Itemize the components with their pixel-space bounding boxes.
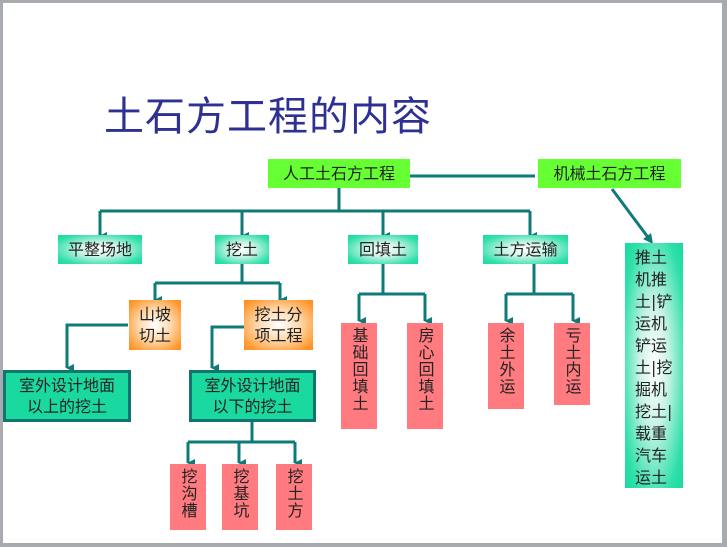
node-leveling: 平整场地 bbox=[58, 235, 142, 264]
node-surplus-out-label: 余土外运 bbox=[496, 327, 516, 395]
arrow-above-grade bbox=[65, 323, 128, 372]
arrow-below-grade bbox=[210, 325, 245, 372]
node-mechanical-detail: 推土机推土|铲运机铲运土|挖掘机挖土|载重汽车运土 bbox=[625, 243, 683, 488]
node-mechanical: 机械土石方工程 bbox=[538, 159, 681, 188]
arrow-mechanical-detail bbox=[610, 188, 653, 245]
node-excavation-items-label: 挖土分项工程 bbox=[254, 305, 303, 345]
node-above-grade-label: 室外设计地面以上的挖土 bbox=[18, 376, 115, 416]
node-transport-label: 土方运输 bbox=[493, 240, 558, 259]
node-above-grade: 室外设计地面以上的挖土 bbox=[3, 370, 131, 422]
node-room-backfill: 房心回填土 bbox=[407, 323, 443, 429]
node-slope-cut-label: 山坡切土 bbox=[138, 305, 171, 345]
node-backfill: 回填土 bbox=[348, 235, 418, 264]
node-room-backfill-label: 房心回填土 bbox=[415, 327, 435, 412]
node-transport: 土方运输 bbox=[483, 235, 568, 264]
node-backfill-label: 回填土 bbox=[358, 240, 407, 259]
node-trench: 挖沟槽 bbox=[170, 464, 206, 530]
node-earthwork-label: 挖土方 bbox=[284, 468, 304, 519]
node-below-grade-label: 室外设计地面以下的挖土 bbox=[204, 376, 301, 416]
node-below-grade: 室外设计地面以下的挖土 bbox=[189, 370, 316, 422]
node-excavation: 挖土 bbox=[215, 235, 269, 264]
node-mechanical-detail-label: 推土机推土|铲运机铲运土|挖掘机挖土|载重汽车运土 bbox=[635, 248, 673, 487]
page-title: 土石方工程的内容 bbox=[104, 94, 432, 140]
node-excavation-label: 挖土 bbox=[225, 240, 258, 259]
slide bbox=[3, 3, 722, 543]
node-surplus-out: 余土外运 bbox=[488, 323, 524, 409]
node-excavation-items: 挖土分项工程 bbox=[244, 300, 313, 350]
node-manual-label: 人工土石方工程 bbox=[282, 164, 395, 183]
node-slope-cut: 山坡切土 bbox=[129, 300, 181, 350]
node-foundation-backfill-label: 基础回填土 bbox=[349, 327, 369, 412]
node-foundation-backfill: 基础回填土 bbox=[341, 323, 377, 429]
node-manual: 人工土石方工程 bbox=[268, 159, 410, 188]
node-deficit-in: 亏土内运 bbox=[554, 323, 590, 405]
node-deficit-in-label: 亏土内运 bbox=[562, 327, 582, 395]
node-pit-label: 挖基坑 bbox=[230, 468, 250, 519]
node-leveling-label: 平整场地 bbox=[67, 240, 132, 259]
node-mechanical-label: 机械土石方工程 bbox=[553, 164, 666, 183]
node-earthwork: 挖土方 bbox=[276, 464, 312, 530]
node-pit: 挖基坑 bbox=[222, 464, 258, 530]
node-trench-label: 挖沟槽 bbox=[178, 468, 198, 519]
